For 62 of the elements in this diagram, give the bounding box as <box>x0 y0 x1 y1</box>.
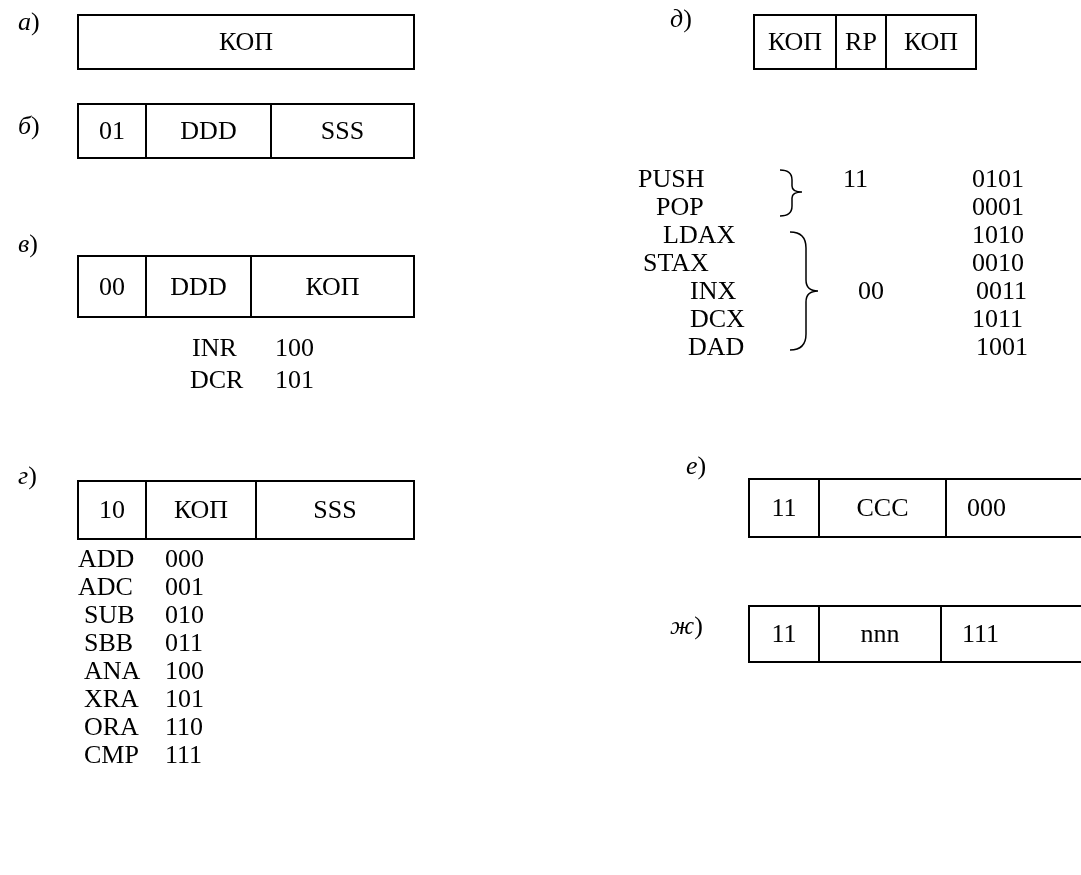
panel-letter: в) <box>18 230 38 258</box>
opcode-bits: 000 <box>165 545 204 573</box>
opcode-bits: 0011 <box>976 277 1028 305</box>
format-field: nnn <box>818 605 942 663</box>
opcode-bits: 0010 <box>972 249 1024 277</box>
format-field: КОП <box>145 480 257 540</box>
opcode-bits: 101 <box>275 366 314 394</box>
format-field: КОП <box>77 14 415 70</box>
opcode-bits: 0101 <box>972 165 1024 193</box>
opcode-bits: 101 <box>165 685 204 713</box>
opcode-bits: 011 <box>165 629 204 657</box>
mnemonic: STAX <box>643 249 709 277</box>
opcode-bits: 00 <box>858 277 884 305</box>
mnemonic: ADD <box>78 545 135 573</box>
opcode-bits: 1001 <box>976 333 1028 361</box>
format-field: КОП <box>250 255 415 318</box>
panel-letter: ж) <box>670 612 703 640</box>
format-field: SSS <box>255 480 415 540</box>
opcode-bits: 001 <box>165 573 204 601</box>
panel-letter: д) <box>670 5 692 33</box>
format-field: 000 <box>945 478 1081 538</box>
format-field: КОП <box>885 14 977 70</box>
format-field: 111 <box>940 605 1081 663</box>
mnemonic: DAD <box>688 333 745 361</box>
format-field: DDD <box>145 103 272 159</box>
format-field: DDD <box>145 255 252 318</box>
mnemonic: INR <box>192 334 237 362</box>
format-field: КОП <box>753 14 837 70</box>
format-field: SSS <box>270 103 415 159</box>
opcode-bits: 11 <box>843 165 869 193</box>
mnemonic: PUSH <box>638 165 705 193</box>
mnemonic: SUB <box>84 601 135 629</box>
format-field: 01 <box>77 103 147 159</box>
mnemonic: CMP <box>84 741 139 769</box>
format-field: 10 <box>77 480 147 540</box>
panel-letter: г) <box>18 462 37 490</box>
mnemonic: ANA <box>84 657 141 685</box>
opcode-bits: 111 <box>165 741 203 769</box>
mnemonic: DCR <box>190 366 244 394</box>
panel-letter: б) <box>18 112 40 140</box>
mnemonic: XRA <box>84 685 139 713</box>
opcode-bits: 1010 <box>972 221 1024 249</box>
panel-letter: е) <box>686 452 707 480</box>
opcode-bits: 100 <box>275 334 314 362</box>
mnemonic: INX <box>690 277 737 305</box>
mnemonic: ORA <box>84 713 139 741</box>
format-field: RP <box>835 14 887 70</box>
opcode-bits: 110 <box>165 713 204 741</box>
opcode-bits: 0001 <box>972 193 1024 221</box>
mnemonic: LDAX <box>663 221 736 249</box>
format-field: 11 <box>748 605 820 663</box>
mnemonic: SBB <box>84 629 134 657</box>
opcode-bits: 010 <box>165 601 204 629</box>
opcode-bits: 100 <box>165 657 204 685</box>
format-field: CCC <box>818 478 947 538</box>
mnemonic: DCX <box>690 305 745 333</box>
format-field: 00 <box>77 255 147 318</box>
format-field: 11 <box>748 478 820 538</box>
mnemonic: ADC <box>78 573 133 601</box>
mnemonic: POP <box>656 193 704 221</box>
opcode-bits: 1011 <box>972 305 1024 333</box>
panel-letter: а) <box>18 8 40 36</box>
